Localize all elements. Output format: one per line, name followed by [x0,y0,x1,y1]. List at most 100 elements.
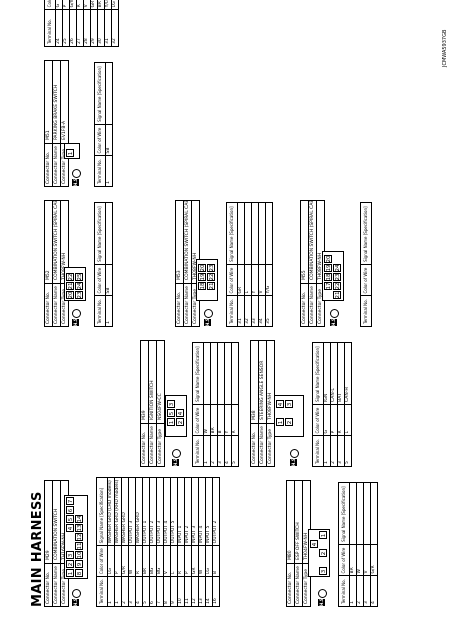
table-cell: 5 [344,435,352,467]
connector-pin: 3 [284,400,293,409]
table-cell [370,482,378,545]
connector-no: M39 [142,410,147,420]
table-cell: WASHER GRD (LHD models) [107,477,115,546]
table-cell [265,202,273,265]
connector-pin: 2 [318,549,327,558]
table-cell [349,482,357,545]
connector-pin: 10 [74,551,83,560]
connector-pin [285,428,293,436]
table-cell: 26 [69,9,77,47]
column-header: Terminal No. [192,435,204,467]
table-cell: L [170,545,178,577]
connector-pin: 3 [65,551,74,560]
connector-pin: 4 [65,524,74,533]
connector-pin [198,292,206,300]
table-cell [203,342,211,405]
connector-name: COMBINATION SWITCH (SPIRAL CABLE) [54,201,59,280]
connector-name: COMBINATION SWITCH (SPIRAL CABLE) [185,201,190,280]
table-cell: 2 [356,575,364,607]
table-cell: 1 [107,576,115,607]
table-cell: 3 [337,435,345,467]
table-cell: GR [90,0,98,10]
connector-pin [328,568,336,576]
connector-face-icon [204,309,213,318]
table-cell: 3 [363,575,371,607]
connector-pin: 22 [206,273,215,282]
connector-pin: 19 [323,264,332,273]
column-header: Terminal No. [96,576,108,607]
connector-type: NS04FW-CC [158,393,163,420]
table-cell [217,342,225,405]
connector-pin: 3 [318,567,327,576]
connector-type: TH08FW-NH [268,392,273,420]
table-cell: IGN [323,342,331,405]
connector-pin [276,428,284,436]
connector-face-icon [72,169,81,178]
table-cell: 13 [198,576,206,607]
connector-pin: 23 [74,291,83,300]
connector-pin: 6 [65,506,74,515]
table-cell: OUTPUT 3 [128,477,136,546]
harness-symbol: H.S. [290,449,299,466]
table-cell: P [184,545,192,577]
connector-name: STEERING ANGLE SENSOR [260,360,265,420]
table-cell: LG [107,545,115,577]
table-cell: BR [349,544,357,576]
table-cell: 8 [163,576,171,607]
connector-face-icon [330,309,339,318]
table-cell: BG [156,545,164,577]
table-cell: G/R [121,545,129,577]
table-cell: OUTPUT 1 [142,477,150,546]
table-cell: W [356,544,364,576]
connector-pin [276,410,284,418]
table-cell [244,202,252,265]
connector-pin: 7 [65,497,74,506]
connector-pin: 21 [206,282,215,291]
connector-pin [328,559,336,567]
table-cell [105,62,113,125]
table-cell: WASHER GRD (RHD models) [114,477,122,546]
harness-symbol: H.S. [72,589,81,606]
connector-pin: 1 [166,418,175,427]
connector-pin: 18 [197,282,206,291]
table-cell: 2 [210,435,218,467]
table-cell: 24 [55,9,63,47]
table-cell: BR [142,545,150,577]
table-cell: R [135,545,143,577]
table-cell: OUTPUT 4 [163,477,171,546]
connector-pin: 3 [166,400,175,409]
connector-pin: 1 [65,149,74,158]
table-cell: R [76,0,84,10]
connector-no: M53 [177,270,182,280]
table-cell: 12 [191,576,199,607]
table-cell: 4 [135,576,143,607]
connector-no: M38 [252,410,257,420]
connector-pin [319,559,327,567]
table-cell: Y [251,264,259,296]
column-header: Terminal No. [338,575,350,607]
table-cell: 7 [156,576,164,607]
table-cell: GR [191,545,199,577]
table-cell: BAT [337,342,345,405]
